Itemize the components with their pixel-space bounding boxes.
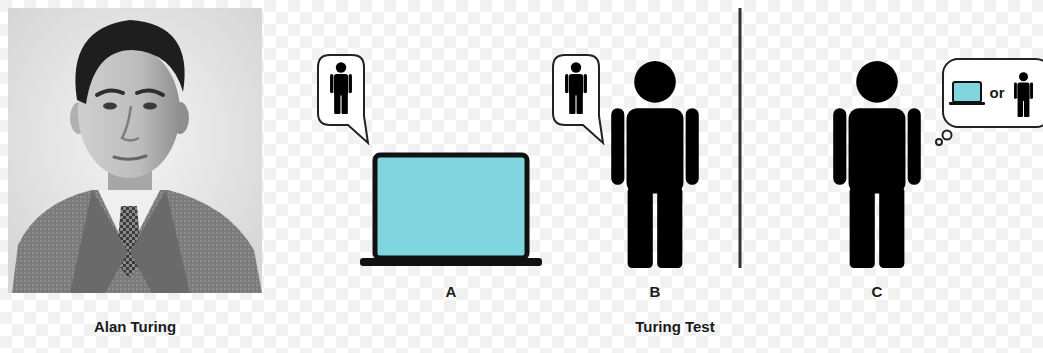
bubble-outline <box>553 55 603 143</box>
speech-bubble <box>318 55 368 143</box>
hair <box>75 20 184 104</box>
mouth <box>114 156 146 159</box>
figure-label: B <box>650 283 661 301</box>
suit <box>12 190 262 293</box>
speech-bubble <box>553 55 603 143</box>
laptop-figure <box>360 155 542 266</box>
eyebrow <box>137 90 163 95</box>
bubble-outline <box>318 55 368 143</box>
thought-bubble: or <box>942 58 1043 128</box>
figure-label: C <box>872 283 883 301</box>
thought-dot <box>936 139 942 145</box>
figure-label: A <box>446 283 457 301</box>
laptop-icon <box>953 82 981 102</box>
turing-portrait <box>8 8 262 293</box>
person-figure <box>611 61 699 268</box>
eye <box>103 103 117 110</box>
eyebrow <box>97 90 123 95</box>
lapel <box>130 190 190 293</box>
figure-label: Alan Turing <box>94 318 176 336</box>
person-icon <box>1014 72 1033 117</box>
photo-ground <box>8 8 262 293</box>
laptop-base <box>360 258 542 266</box>
person-figure <box>833 61 921 268</box>
eye <box>143 103 157 110</box>
person-icon <box>330 62 352 114</box>
bubble-fill <box>942 58 1043 128</box>
thought-dot <box>943 131 952 140</box>
thought-bubble-art <box>936 58 1043 145</box>
laptop-icon-base <box>949 102 985 105</box>
bubble-text: or <box>990 84 1005 102</box>
lapel <box>70 190 128 293</box>
person-icon <box>565 62 587 114</box>
figure-label: Turing Test <box>635 318 714 336</box>
nose <box>122 106 139 141</box>
laptop-screen <box>375 155 527 258</box>
divider-line <box>739 8 742 268</box>
